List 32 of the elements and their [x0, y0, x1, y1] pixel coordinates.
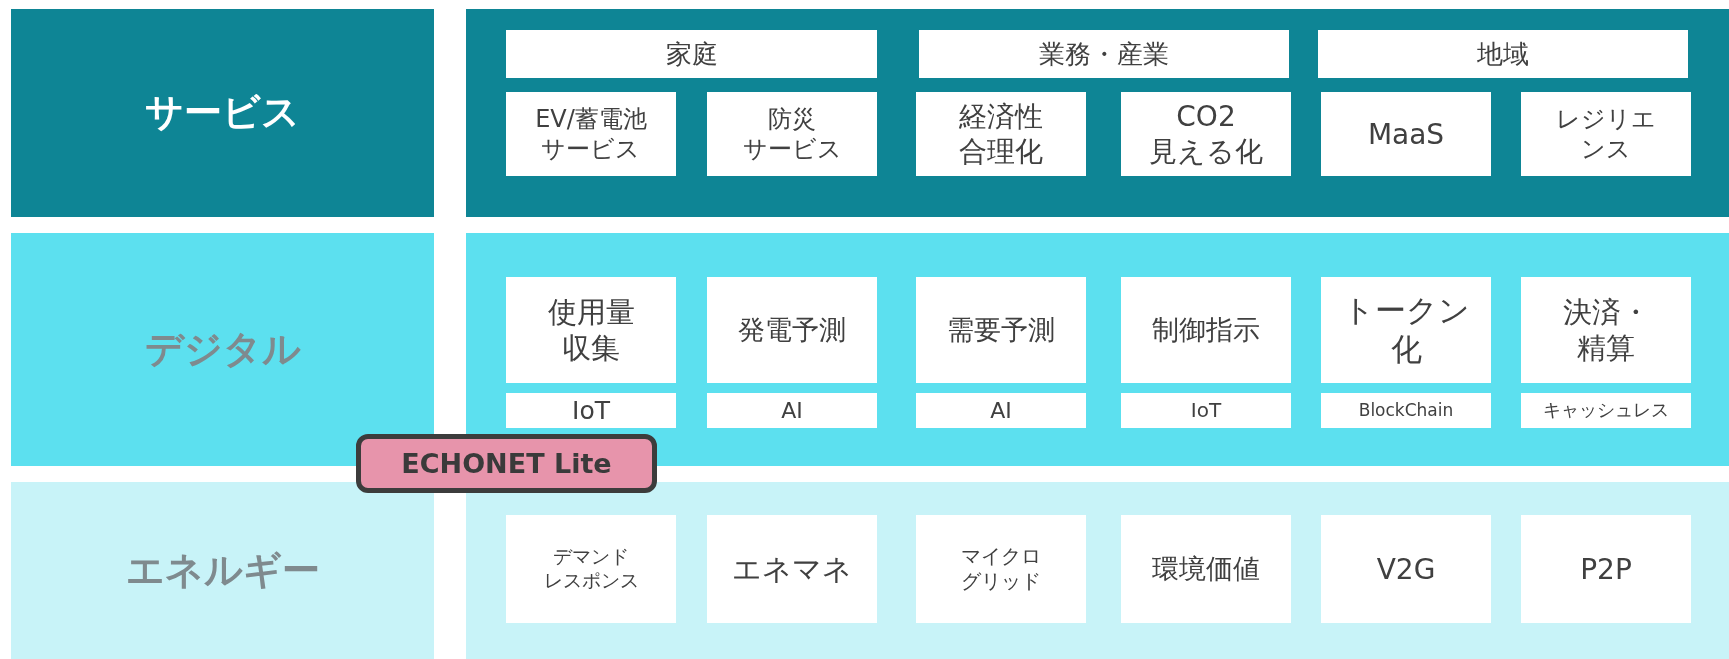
- technology-box: AI: [707, 393, 877, 428]
- technology-box: BlockChain: [1321, 393, 1491, 428]
- item-box: エネマネ: [707, 515, 877, 623]
- item-box: P2P: [1521, 515, 1691, 623]
- technology-box: キャッシュレス: [1521, 393, 1691, 428]
- item-box: デマンドレスポンス: [506, 515, 676, 623]
- item-box: 発電予測: [707, 277, 877, 383]
- technology-box: IoT: [1121, 393, 1291, 428]
- item-box: CO2見える化: [1121, 92, 1291, 176]
- item-box: V2G: [1321, 515, 1491, 623]
- layer-panel: [466, 482, 1729, 659]
- item-box: 環境価値: [1121, 515, 1291, 623]
- category-box: 地域: [1318, 30, 1688, 78]
- item-box: 決済・精算: [1521, 277, 1691, 383]
- item-box: マイクログリッド: [916, 515, 1086, 623]
- row-label: サービス: [11, 9, 434, 217]
- layer-panel: [466, 9, 1729, 217]
- protocol-badge: ECHONET Lite: [356, 434, 657, 493]
- technology-box: AI: [916, 393, 1086, 428]
- item-box: 制御指示: [1121, 277, 1291, 383]
- item-box: 使用量収集: [506, 277, 676, 383]
- technology-box: IoT: [506, 393, 676, 428]
- item-box: レジリエンス: [1521, 92, 1691, 176]
- item-box: MaaS: [1321, 92, 1491, 176]
- item-box: トークン化: [1321, 277, 1491, 383]
- row-label: エネルギー: [11, 482, 434, 659]
- item-box: 経済性合理化: [916, 92, 1086, 176]
- item-box: 需要予測: [916, 277, 1086, 383]
- category-box: 業務・産業: [919, 30, 1289, 78]
- category-box: 家庭: [506, 30, 877, 78]
- item-box: 防災サービス: [707, 92, 877, 176]
- item-box: EV/蓄電池サービス: [506, 92, 676, 176]
